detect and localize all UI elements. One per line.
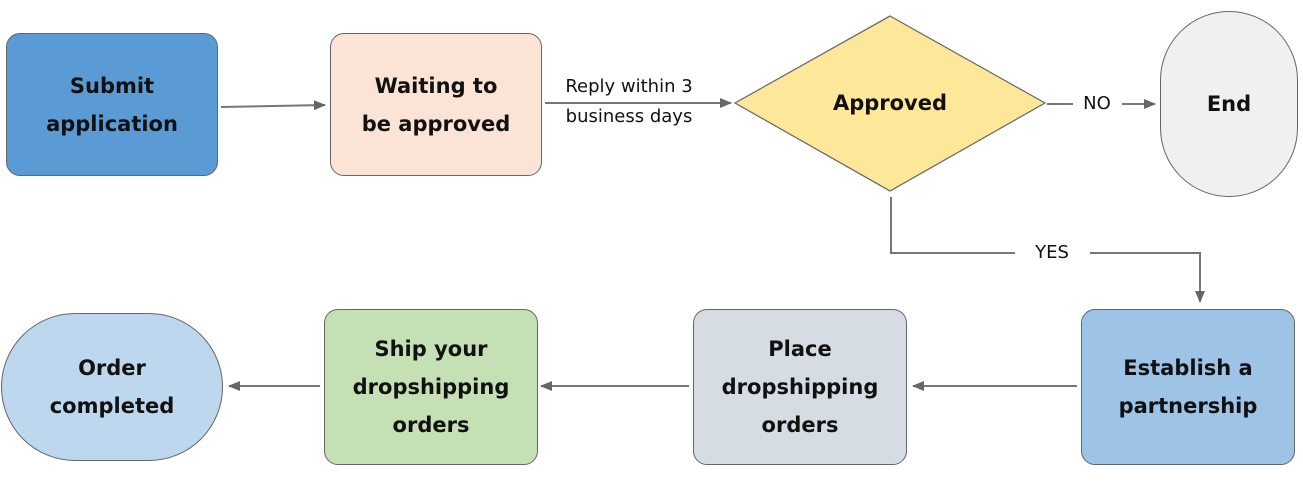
waiting-approval-node[interactable]: Waiting to be approved bbox=[330, 33, 542, 176]
reply-label-line1: Reply within 3 bbox=[565, 76, 693, 97]
order-completed-line1: Order bbox=[78, 356, 146, 380]
reply-edge-label: Reply within 3 business days bbox=[550, 72, 708, 132]
arrow-yes-to-establish bbox=[1090, 252, 1205, 303]
end-label: End bbox=[1206, 92, 1252, 116]
arrow-approved-to-yes bbox=[890, 197, 1015, 254]
ship-orders-line2: dropshipping bbox=[352, 375, 510, 399]
place-orders-node[interactable]: Place dropshipping orders bbox=[693, 309, 907, 465]
establish-partnership-line2: partnership bbox=[1118, 394, 1258, 418]
order-completed-node[interactable]: Order completed bbox=[1, 313, 223, 461]
establish-partnership-node[interactable]: Establish a partnership bbox=[1081, 309, 1295, 465]
order-completed-line2: completed bbox=[49, 394, 175, 418]
submit-application-line2: application bbox=[46, 111, 178, 136]
place-orders-line2: dropshipping bbox=[721, 375, 879, 399]
waiting-approval-line1: Waiting to bbox=[374, 73, 498, 98]
no-edge-label: NO bbox=[1073, 89, 1121, 119]
approved-label-text: Approved bbox=[832, 91, 948, 115]
place-orders-line3: orders bbox=[761, 413, 839, 437]
waiting-approval-line2: be approved bbox=[361, 111, 511, 136]
ship-orders-line1: Ship your bbox=[374, 337, 488, 361]
submit-application-line1: Submit bbox=[69, 73, 155, 98]
yes-label-text: YES bbox=[1035, 242, 1069, 263]
ship-orders-node[interactable]: Ship your dropshipping orders bbox=[324, 309, 538, 465]
end-node[interactable]: End bbox=[1160, 11, 1298, 197]
arrow-submit-to-waiting bbox=[220, 100, 326, 111]
no-label-text: NO bbox=[1083, 93, 1111, 114]
reply-label-line2: business days bbox=[565, 106, 693, 127]
approved-decision-diamond[interactable] bbox=[733, 15, 1047, 192]
approved-decision-label: Approved bbox=[790, 84, 990, 122]
submit-application-node[interactable]: Submit application bbox=[6, 33, 218, 176]
yes-edge-label: YES bbox=[1017, 238, 1087, 268]
ship-orders-line3: orders bbox=[392, 413, 470, 437]
establish-partnership-line1: Establish a bbox=[1123, 356, 1253, 380]
place-orders-line1: Place bbox=[768, 337, 832, 361]
